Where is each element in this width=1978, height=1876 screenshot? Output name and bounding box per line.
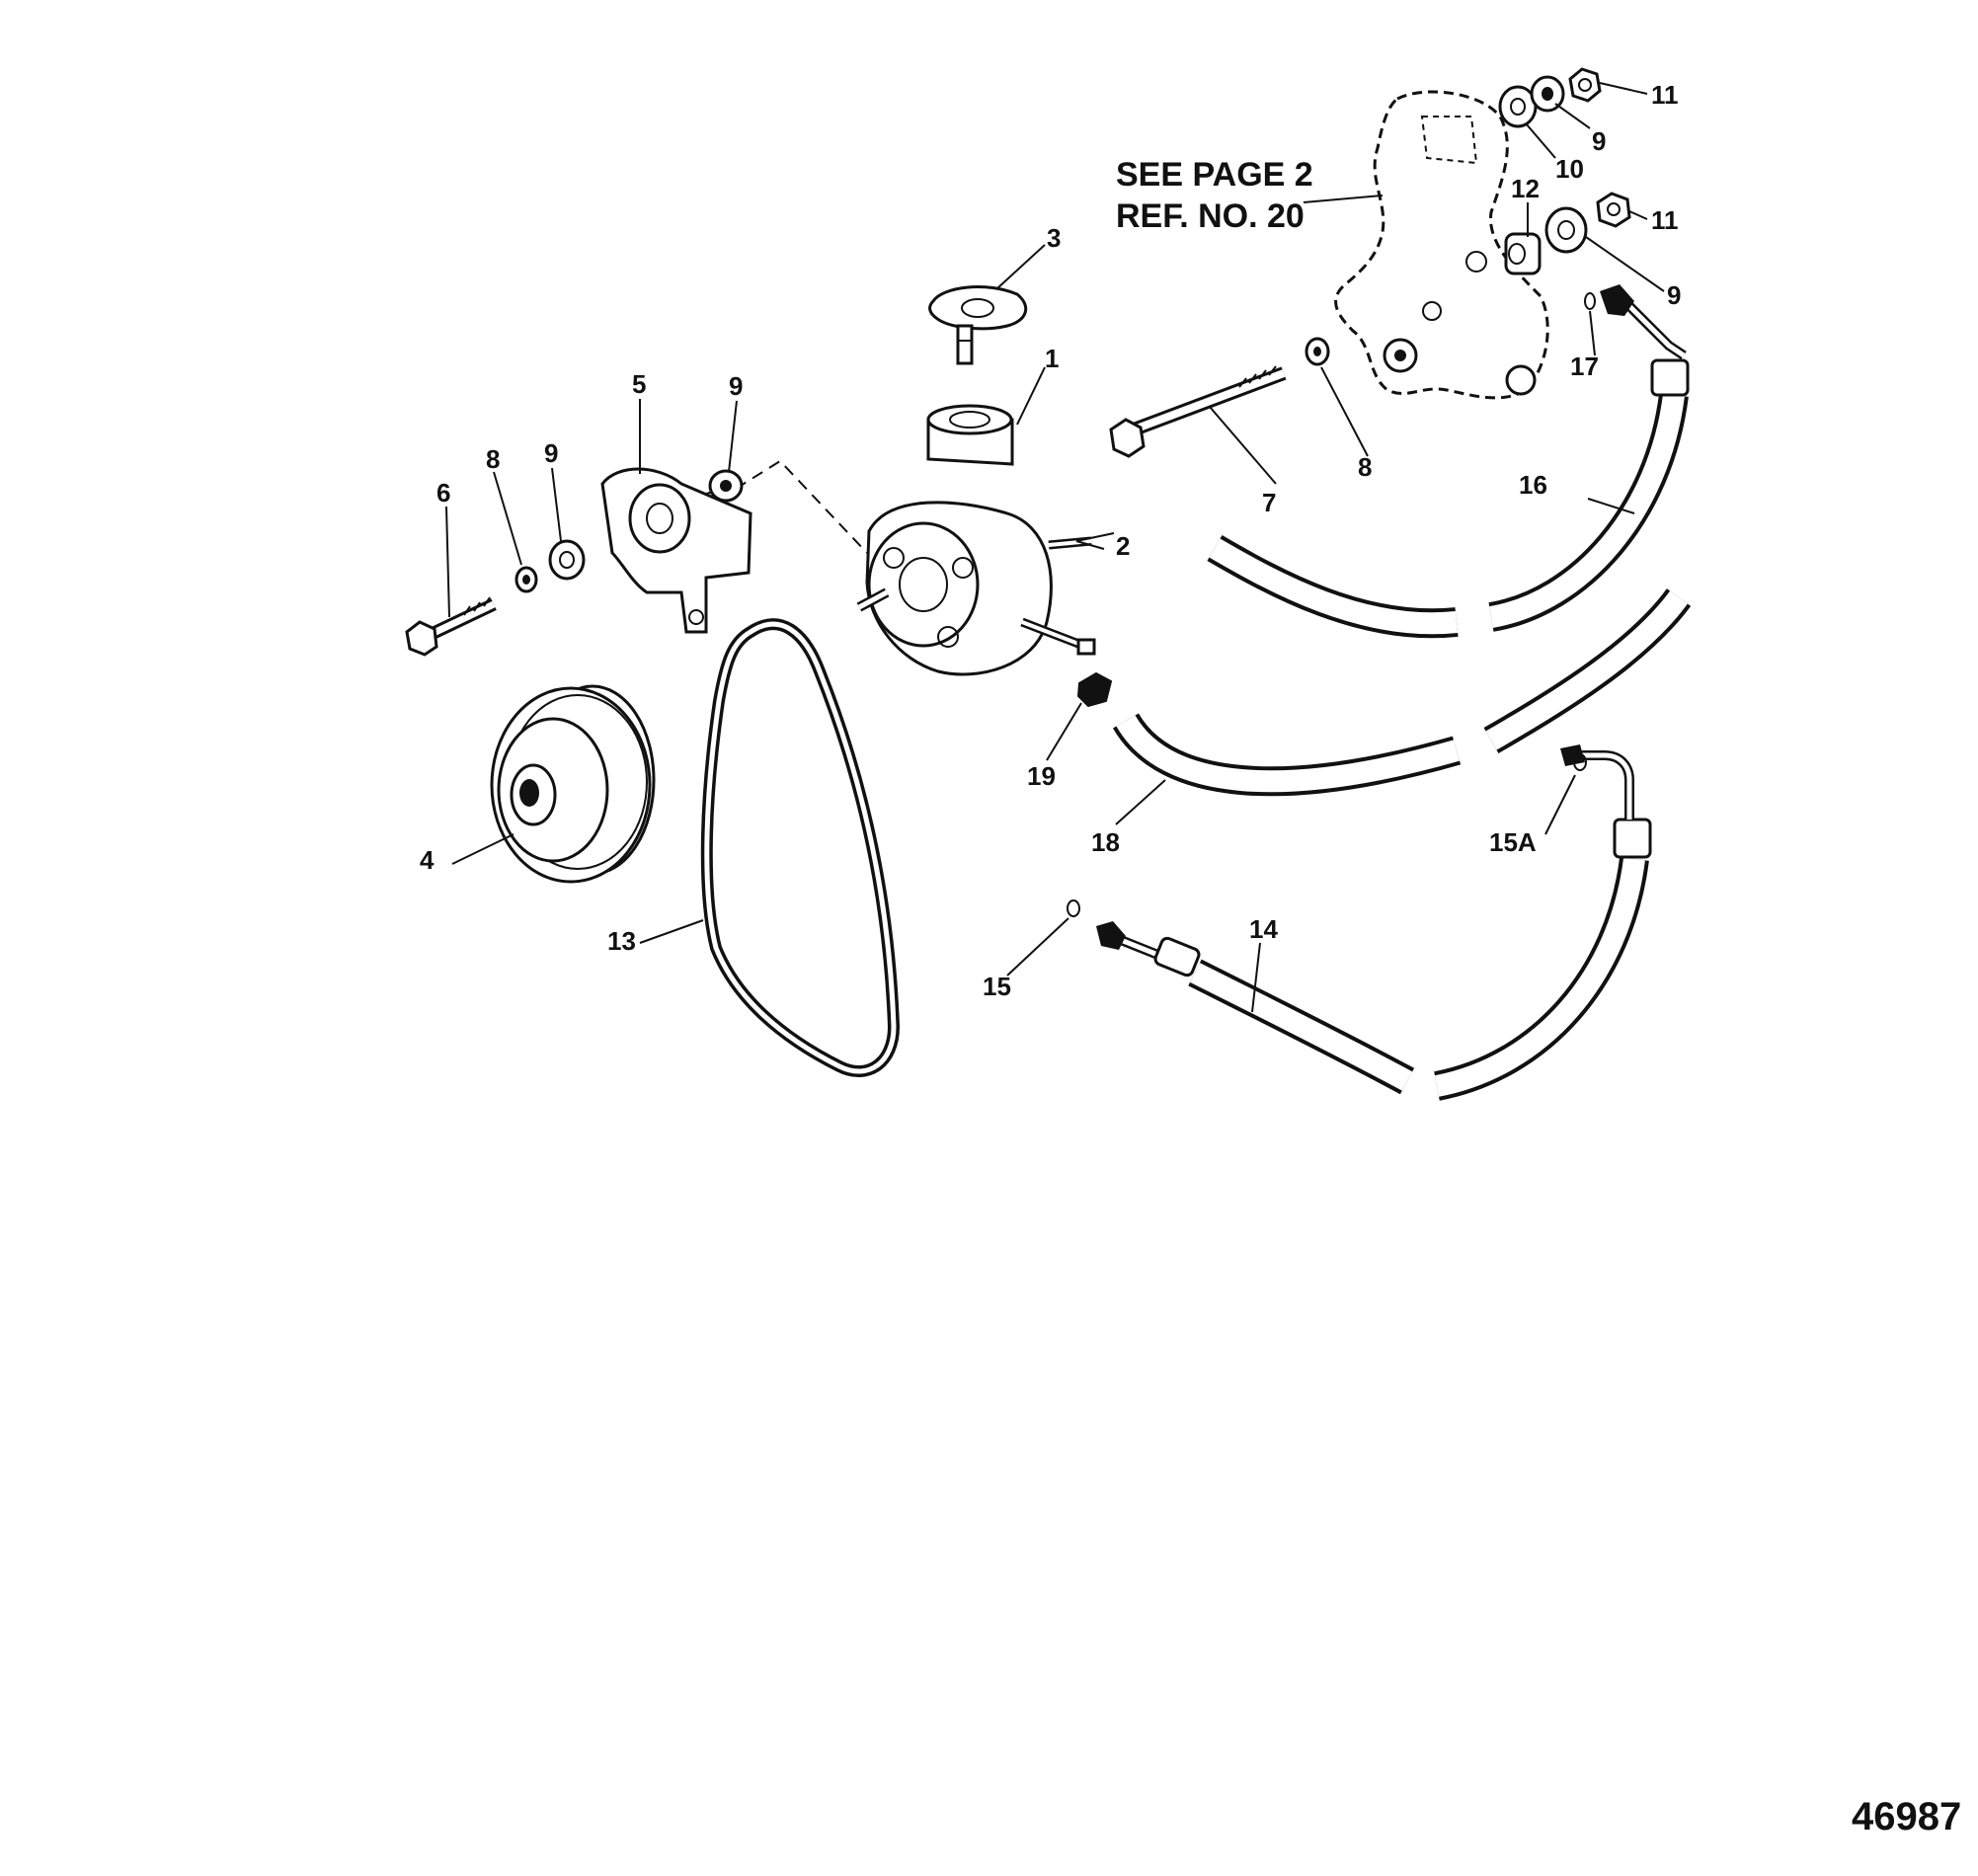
callout-5: 5: [632, 369, 646, 399]
reference-note-line2: REF. NO. 20: [1116, 197, 1305, 235]
callout-8-left: 8: [486, 444, 500, 474]
callout-15a: 15A: [1489, 827, 1537, 857]
callout-6: 6: [436, 478, 450, 508]
pump-bracket-5: [600, 467, 752, 634]
hose-18: [1112, 587, 1692, 797]
bolt-7: [1109, 365, 1287, 458]
spacer-12: [1504, 232, 1542, 275]
callout-2: 2: [1116, 531, 1130, 561]
callout-18: 18: [1091, 827, 1120, 857]
o-ring-15a: [1573, 753, 1587, 771]
hose-14: [1096, 744, 1652, 1101]
bolt-6: [405, 596, 497, 657]
fitting-19: [1076, 671, 1113, 708]
reference-note-line1: SEE PAGE 2: [1116, 156, 1313, 194]
callout-9-lower: 9: [1667, 280, 1681, 310]
callout-7: 7: [1262, 488, 1276, 517]
callout-16: 16: [1519, 470, 1547, 500]
callout-1: 1: [1045, 344, 1059, 373]
reference-note: SEE PAGE 2 REF. NO. 20: [1116, 156, 1313, 235]
callout-14: 14: [1249, 914, 1278, 944]
callout-13: 13: [607, 926, 636, 956]
figure-number: 46987: [1852, 1795, 1961, 1838]
power-steering-pump-1: [856, 404, 1096, 676]
washer-9-upper: [1530, 75, 1565, 113]
washer-8-bracket: [1305, 337, 1330, 366]
drive-belt-13: [700, 618, 901, 1077]
callout-19: 19: [1027, 761, 1056, 791]
nut-11-upper: [1568, 67, 1602, 103]
callout-17: 17: [1570, 352, 1599, 381]
callout-9-upper: 9: [1592, 126, 1606, 156]
callout-9-bracket: 9: [729, 371, 743, 401]
nut-11-lower: [1596, 192, 1631, 228]
callout-15: 15: [983, 972, 1011, 1001]
washer-9-bolt: [548, 539, 586, 581]
callout-8-bracket: 8: [1358, 452, 1372, 482]
reservoir-cap-3: [928, 285, 1028, 365]
pulley-4: [490, 684, 656, 884]
callout-11-upper: 11: [1651, 80, 1679, 110]
callout-9-left: 9: [544, 438, 558, 468]
leader-lines: [445, 82, 1665, 1013]
washer-9-pump: [708, 469, 744, 503]
callout-3: 3: [1047, 223, 1061, 253]
engine-bracket: [1334, 90, 1549, 400]
callout-12: 12: [1511, 174, 1540, 203]
o-ring-15: [1067, 899, 1080, 917]
callouts: 3 1 2 5 9 9 8 6 4 13 19 18 15 14 15A 7 8…: [420, 80, 1681, 1001]
callout-10: 10: [1555, 154, 1584, 184]
o-ring-17: [1584, 292, 1596, 310]
lockwasher-8: [514, 566, 538, 593]
washer-9-lower: [1544, 206, 1588, 254]
callout-4: 4: [420, 845, 435, 875]
stud-2: [1075, 532, 1115, 542]
hose-16: [1207, 284, 1690, 639]
callout-11-lower: 11: [1651, 205, 1679, 235]
